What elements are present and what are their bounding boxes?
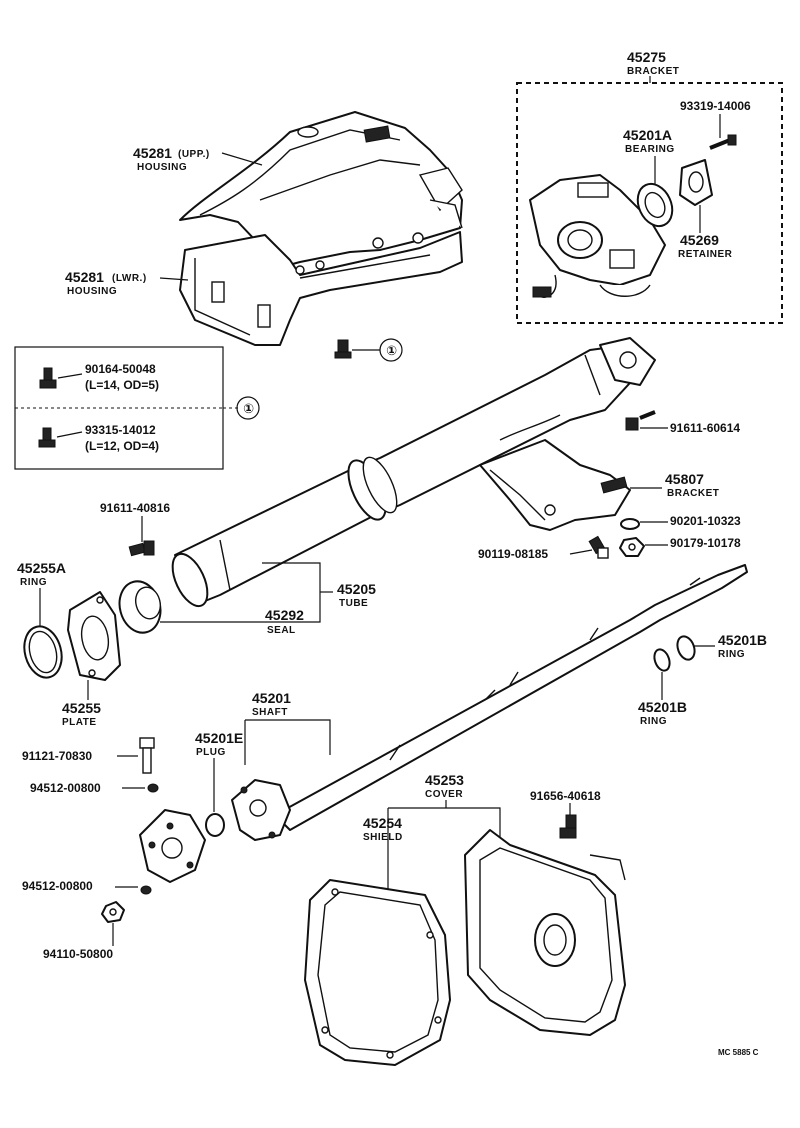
diagram-code: MC 5885 C: [718, 1048, 759, 1057]
callout-circle-b: [236, 396, 260, 420]
ring-b-upper-drawing: [676, 635, 696, 661]
screw-b-number: 93315-14012: [85, 423, 156, 437]
screw-b-drawing: [38, 427, 56, 448]
screw-a-leader: [57, 373, 83, 379]
bolt-tube-drawing: [625, 410, 656, 431]
shaft-yoke-drawing: [231, 779, 291, 841]
lower-bracket-name: BRACKET: [667, 488, 719, 499]
callout-circle-a: [379, 338, 403, 362]
ring-a-name: RING: [20, 577, 47, 588]
bolt-bracket-number: 90119-08185: [478, 547, 548, 561]
lower-bracket-number: 45807: [665, 471, 704, 487]
upper-housing-leader: [221, 152, 263, 166]
upper-housing-suffix: (UPP.): [178, 149, 210, 160]
retainer-drawing: [679, 159, 713, 206]
lower-housing-suffix: (LWR.): [112, 273, 147, 284]
shaft-name: SHAFT: [252, 707, 288, 718]
bracket-screw-drawing: [709, 134, 737, 150]
plug-drawing: [205, 813, 225, 837]
callout-symbol-a: ①: [386, 343, 397, 358]
washer-drawing: [620, 518, 640, 530]
washer-number: 90201-10323: [670, 514, 741, 528]
lower-bracket-drawing: [479, 439, 631, 531]
bolt-tube-number: 91611-60614: [670, 421, 740, 435]
shaft-leader: [244, 719, 331, 765]
ring-b-lower-number: 45201B: [638, 699, 687, 715]
ring-b-lower-name: RING: [640, 716, 667, 727]
ring-a-number: 45255A: [17, 560, 66, 576]
ring-b-upper-name: RING: [718, 649, 745, 660]
bracket-assembly-name: BRACKET: [627, 66, 679, 77]
plug-number: 45201E: [195, 730, 243, 746]
upper-housing-drawing: [179, 111, 463, 271]
retainer-name: RETAINER: [678, 249, 733, 260]
seal-drawing: [118, 580, 162, 634]
tube-name: TUBE: [339, 598, 368, 609]
bolt-bracket-leader: [569, 549, 593, 555]
screw-a-number: 90164-50048: [85, 362, 156, 376]
bolt-bracket-drawing: [588, 535, 609, 559]
plug-name: PLUG: [196, 747, 226, 758]
ring-b-lower-drawing: [653, 648, 671, 672]
bolt-joint-number: 91121-70830: [22, 749, 92, 763]
bracket-assembly-number: 45275: [627, 49, 666, 65]
bolt-plate-number: 91611-40816: [100, 501, 170, 515]
lower-housing-name: HOUSING: [67, 286, 117, 297]
plate-name: PLATE: [62, 717, 97, 728]
bearing-number: 45201A: [623, 127, 672, 143]
tube-number: 45205: [337, 581, 376, 597]
shield-drawing: [304, 879, 451, 1066]
pin-lower-drawing: [140, 885, 152, 895]
ring-b-upper-number: 45201B: [718, 632, 767, 648]
cover-drawing: [464, 829, 626, 1036]
universal-joint-drawing: [139, 809, 206, 883]
bolt-joint-drawing: [139, 737, 155, 774]
bracket-assembly-drawing: [529, 174, 666, 298]
bracket-screw-number: 93319-14006: [680, 99, 751, 113]
plate-drawing: [67, 591, 121, 681]
bolt-cover-drawing: [559, 814, 577, 839]
seal-name: SEAL: [267, 625, 296, 636]
plate-number: 45255: [62, 700, 101, 716]
pin-upper-number: 94512-00800: [30, 781, 101, 795]
lower-housing-number: 45281: [65, 269, 104, 285]
retainer-number: 45269: [680, 232, 719, 248]
bolt-plate-drawing: [128, 540, 155, 557]
tube-drawing: [171, 337, 656, 608]
shield-number: 45254: [363, 815, 402, 831]
cover-name: COVER: [425, 789, 463, 800]
shield-name: SHIELD: [363, 832, 403, 843]
callout-symbol-b: ①: [243, 401, 254, 416]
lower-housing-leader: [159, 277, 189, 281]
shaft-drawing: [274, 564, 748, 831]
shaft-number: 45201: [252, 690, 291, 706]
nut-joint-drawing: [101, 901, 125, 923]
pin-upper-drawing: [147, 783, 159, 793]
pin-lower-number: 94512-00800: [22, 879, 93, 893]
bolt-cover-number: 91656-40618: [530, 789, 601, 803]
bearing-drawing: [636, 182, 674, 228]
ring-a-drawing: [23, 625, 63, 679]
cover-number: 45253: [425, 772, 464, 788]
lower-housing-drawing: [179, 231, 463, 346]
screw-a-spec: (L=14, OD=5): [85, 378, 159, 392]
screw-b-leader: [56, 431, 83, 438]
nut-number: 90179-10178: [670, 536, 741, 550]
bearing-name: BEARING: [625, 144, 675, 155]
nut-joint-number: 94110-50800: [43, 947, 113, 961]
screw-a-drawing: [39, 367, 57, 389]
upper-housing-number: 45281: [133, 145, 172, 161]
seal-number: 45292: [265, 607, 304, 623]
housing-screw: [334, 339, 352, 359]
screw-b-spec: (L=12, OD=4): [85, 439, 159, 453]
nut-drawing: [619, 537, 645, 557]
upper-housing-name: HOUSING: [137, 162, 187, 173]
